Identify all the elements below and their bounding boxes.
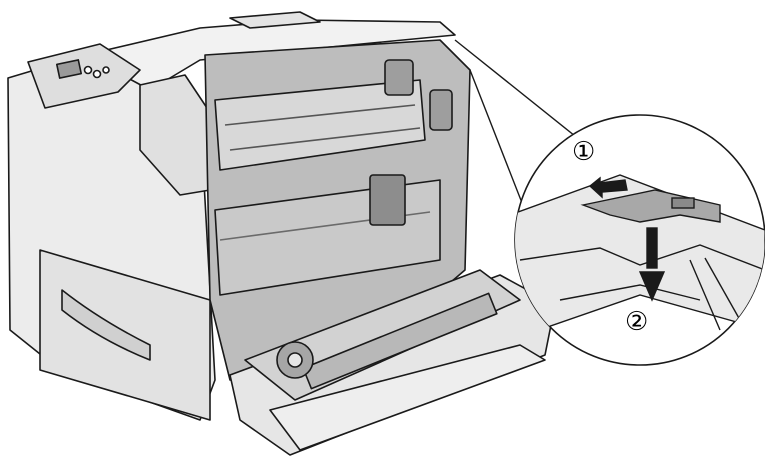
control-panel — [27, 43, 141, 109]
arrow-left-icon — [588, 176, 628, 199]
gear — [384, 59, 414, 96]
gear — [429, 89, 453, 131]
step-2-label: ② — [625, 307, 648, 337]
panel-button — [102, 66, 110, 74]
printer-illustration — [7, 11, 556, 456]
step-1-label: ① — [572, 137, 595, 167]
zoom-callout — [514, 114, 765, 366]
output-tray — [229, 11, 321, 29]
lcd-display — [55, 59, 83, 79]
panel-button — [92, 69, 102, 79]
cassette-handle — [61, 289, 151, 361]
roller-assembly-upper — [214, 79, 426, 171]
door-roller — [302, 292, 498, 390]
panel-button — [83, 65, 93, 75]
arrow-down-icon — [638, 271, 666, 302]
manual-feed-tray — [269, 344, 546, 451]
latch — [369, 174, 406, 226]
